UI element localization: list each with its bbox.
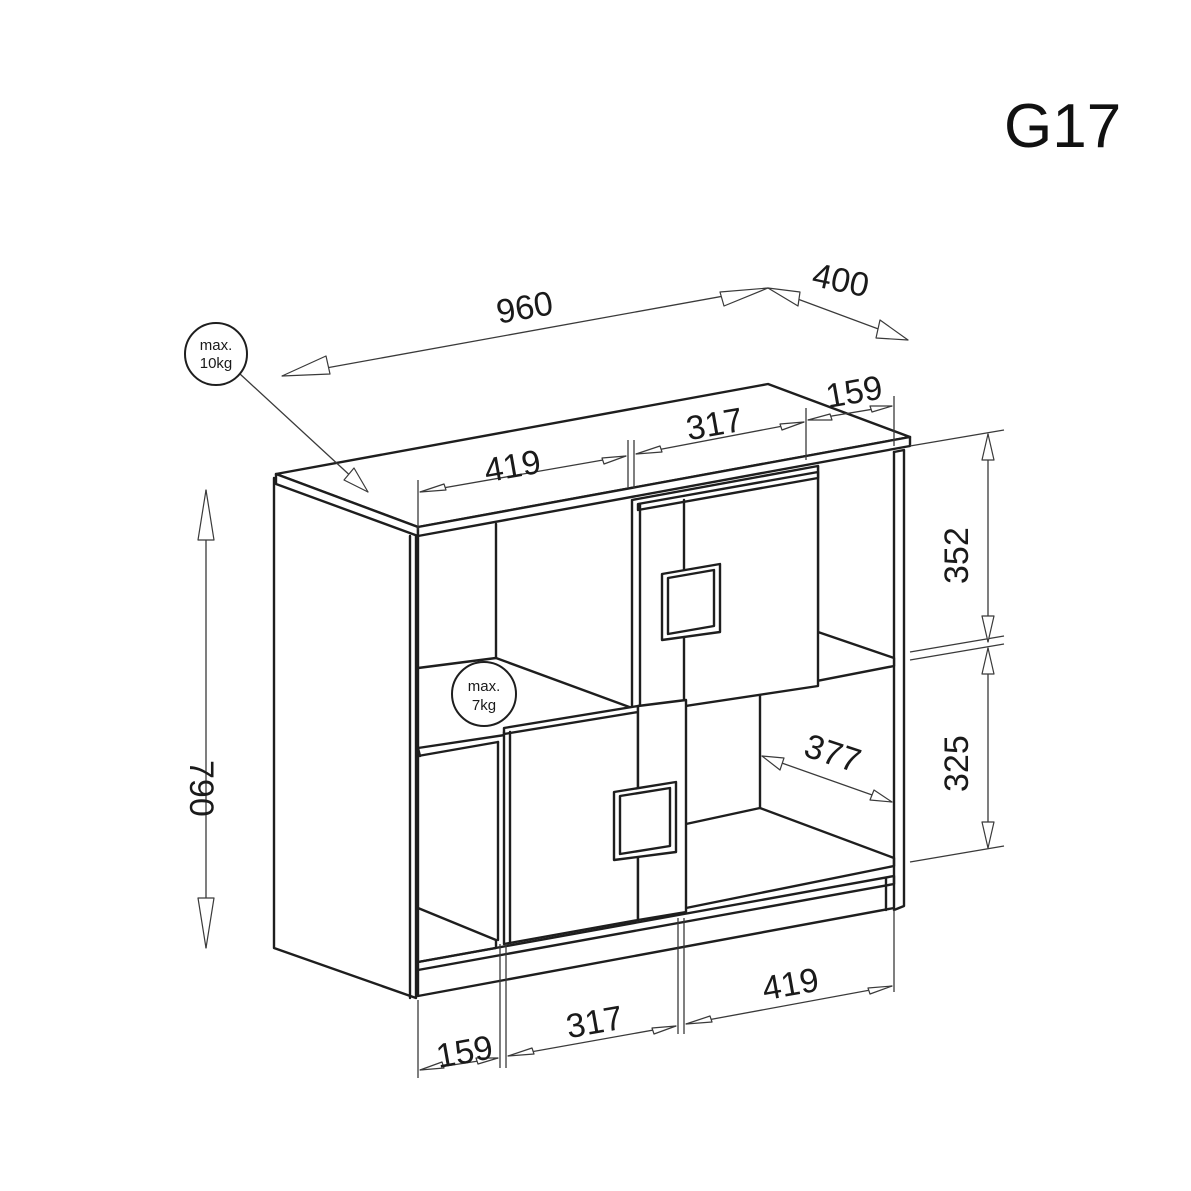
dim-bottom-159-arrow-l bbox=[419, 1061, 445, 1071]
dim-top-419-arrow-r bbox=[601, 455, 627, 465]
dim-top-317-arrow-l bbox=[635, 445, 663, 455]
dim-bottom-159-label: 159 bbox=[433, 1029, 495, 1076]
lower-door-handle-inner bbox=[618, 786, 672, 856]
dim-height-arrow-bottom bbox=[197, 897, 215, 949]
dim-bottom-sections: 159 317 419 bbox=[417, 910, 895, 1078]
upper-door bbox=[630, 464, 820, 716]
dim-width-label: 960 bbox=[493, 284, 555, 331]
dim-352-arrow-bottom bbox=[981, 615, 995, 643]
dim-top-317-arrow-r bbox=[779, 421, 805, 431]
load-badge-top-circle bbox=[184, 322, 248, 386]
dim-352-arrow-top bbox=[981, 433, 995, 461]
dim-inner-depth: 377 bbox=[761, 727, 893, 803]
dim-bottom-317-arrow-l bbox=[507, 1047, 535, 1057]
load-badge-shelf-circle bbox=[451, 661, 517, 727]
dim-height-label: 790 bbox=[182, 760, 220, 817]
dim-top-159-arrow-l bbox=[807, 413, 833, 421]
dim-width-arrow-left bbox=[281, 355, 331, 377]
dim-bottom-317-line bbox=[507, 1025, 677, 1057]
load-badge-shelf-line2: 7kg bbox=[472, 697, 496, 714]
dim-comp-ext-bottom bbox=[909, 845, 1005, 863]
load-badge-top-line2: 10kg bbox=[200, 355, 233, 372]
left-side-panel bbox=[272, 476, 418, 1000]
dim-top-419-arrow-l bbox=[419, 483, 447, 493]
upper-door-panel bbox=[630, 464, 820, 716]
upper-door-handle-inner bbox=[666, 568, 716, 636]
dim-height: 790 bbox=[182, 489, 220, 949]
load-badge-top-leader bbox=[239, 373, 369, 493]
dim-top-419-line bbox=[419, 455, 627, 493]
dim-377-line bbox=[761, 755, 893, 803]
dim-bottom-317-arrow-r bbox=[651, 1025, 677, 1035]
dim-bottom-419-arrow-r bbox=[867, 985, 893, 995]
dim-width-line bbox=[281, 287, 769, 377]
dim-top-159-arrow-r bbox=[869, 405, 893, 413]
dim-bottom-159-arrow-r bbox=[475, 1057, 499, 1065]
dim-compartments: 352 325 bbox=[909, 429, 1005, 863]
dim-bottom-317-label: 317 bbox=[563, 999, 625, 1046]
front-frame bbox=[416, 450, 896, 998]
load-badge-shelf-line1: max. bbox=[468, 678, 501, 695]
dim-comp-ext-mid2 bbox=[909, 643, 1005, 661]
right-side-panel bbox=[892, 448, 906, 912]
dim-height-arrow-top bbox=[197, 489, 215, 541]
dim-352-label: 352 bbox=[938, 527, 976, 584]
dim-width: 960 bbox=[281, 284, 769, 377]
load-badge-shelf: max. 7kg bbox=[451, 661, 517, 727]
dim-377-arrow-l bbox=[761, 755, 785, 771]
dim-bottom-419-line bbox=[685, 985, 893, 1025]
load-badge-top: max. 10kg bbox=[184, 322, 369, 493]
dim-325-arrow-top bbox=[981, 647, 995, 675]
dim-depth-arrow-right bbox=[875, 319, 909, 341]
dim-depth: 400 bbox=[767, 256, 909, 341]
dim-depth-arrow-left bbox=[767, 287, 801, 307]
dim-377-arrow-r bbox=[869, 789, 893, 803]
dim-comp-ext-top bbox=[909, 429, 1005, 447]
lower-back-line bbox=[416, 740, 500, 758]
model-title: G17 bbox=[1004, 92, 1121, 161]
dim-depth-label: 400 bbox=[809, 256, 872, 305]
dim-bottom-419-arrow-l bbox=[685, 1015, 713, 1025]
dim-top-317-line bbox=[635, 421, 805, 455]
bottom-shelf-right bbox=[684, 806, 896, 910]
dim-325-label: 325 bbox=[938, 735, 976, 792]
plinth bbox=[416, 874, 896, 972]
load-badge-top-arrow bbox=[343, 467, 369, 493]
dim-comp-ext-mid1 bbox=[909, 635, 1005, 653]
lower-door bbox=[502, 698, 688, 946]
dim-width-arrow-right bbox=[719, 287, 769, 307]
load-badge-top-line1: max. bbox=[200, 337, 233, 354]
dim-325-arrow-bottom bbox=[981, 821, 995, 849]
